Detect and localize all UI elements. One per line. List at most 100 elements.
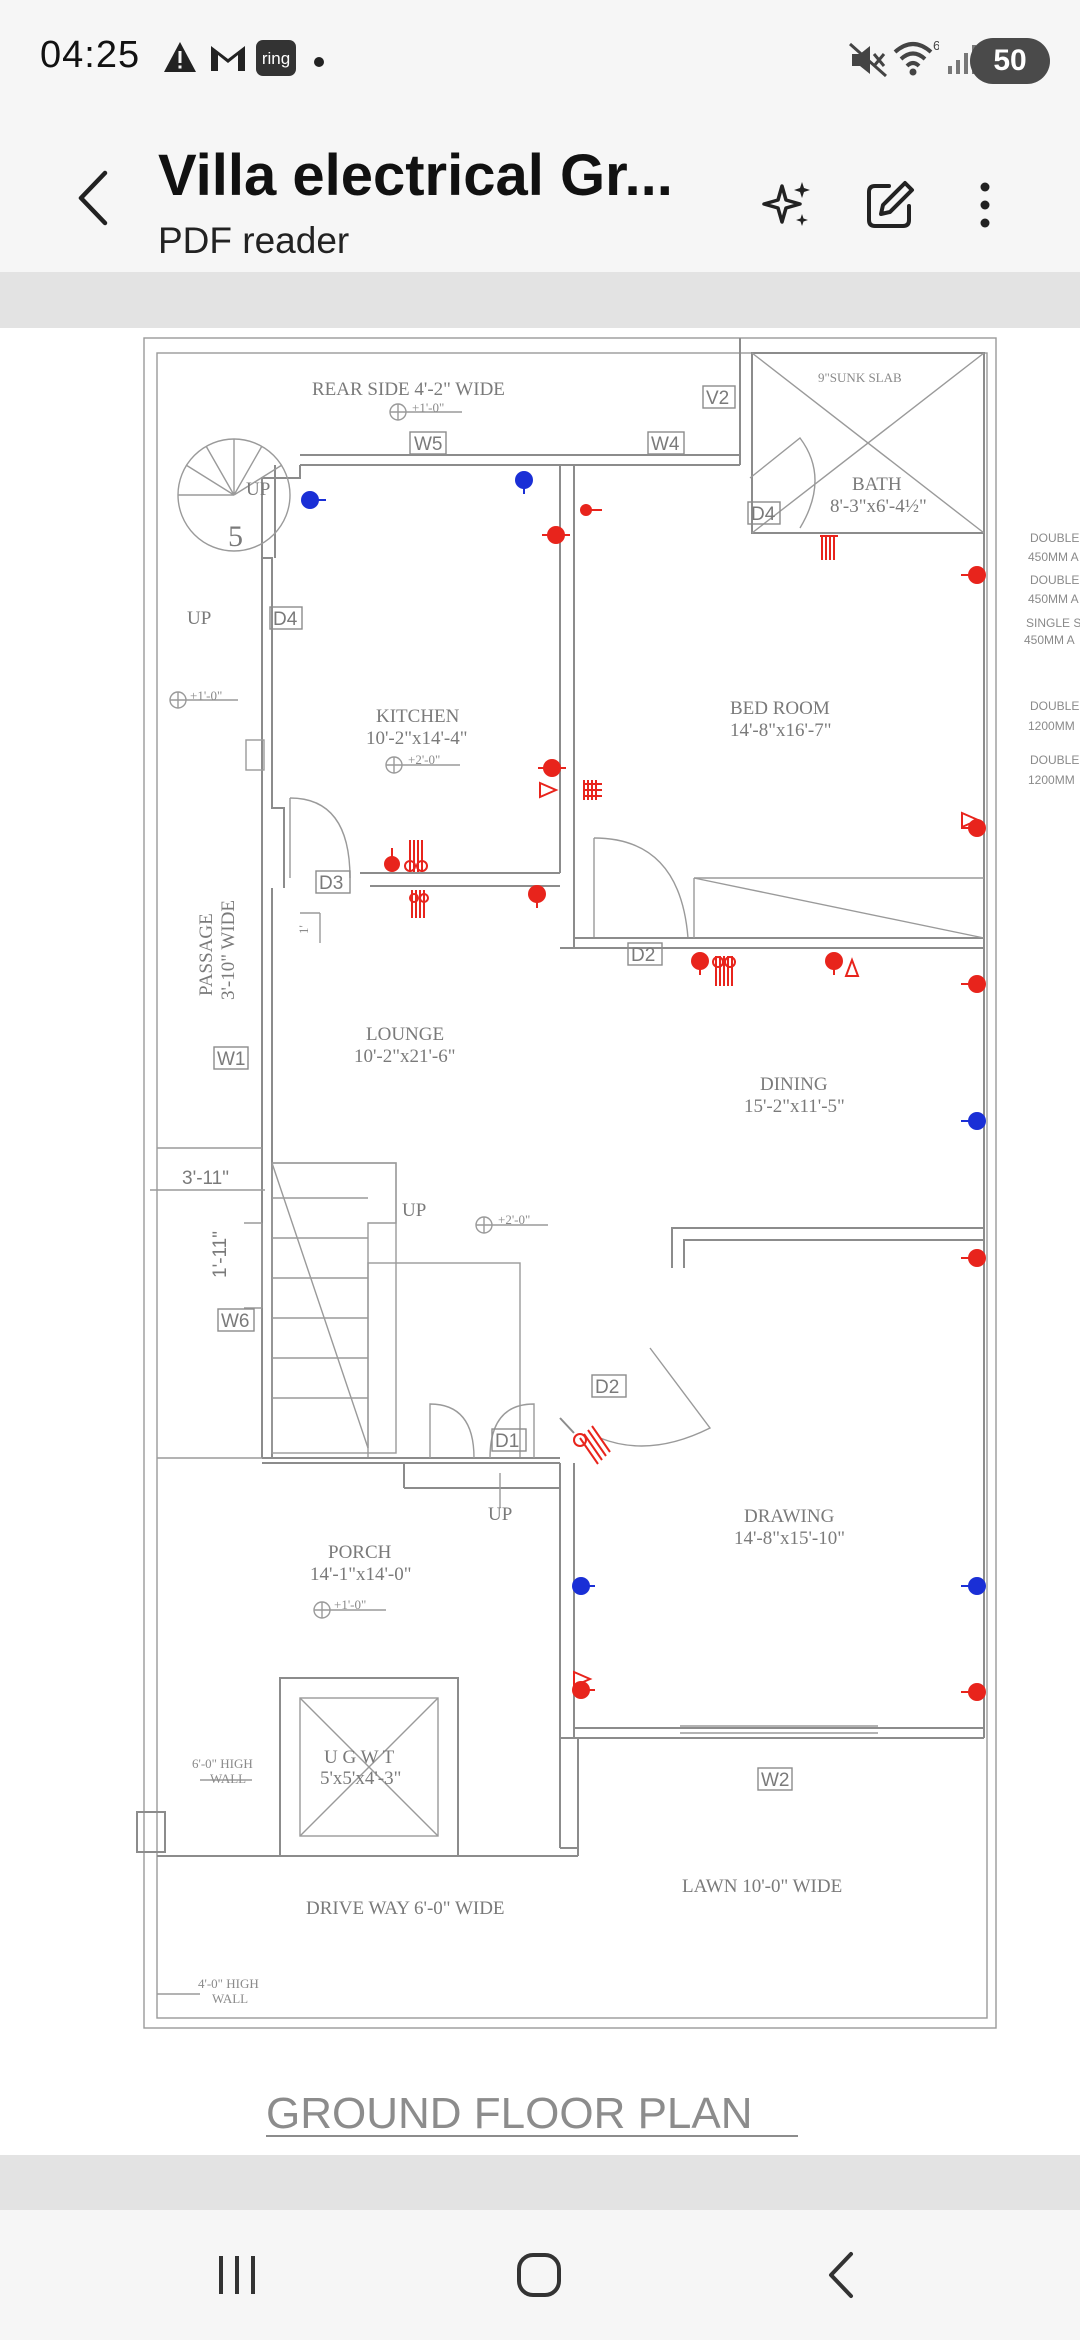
wifi-icon: 6	[893, 38, 940, 83]
legend-line: SINGLE S	[1026, 616, 1080, 630]
home-button[interactable]	[484, 2232, 594, 2318]
system-nav-bar	[0, 2210, 1080, 2340]
kitchen-name: KITCHEN	[376, 706, 460, 727]
electrical-points-blue	[301, 471, 986, 1595]
legend-line: 1200MM	[1028, 773, 1075, 787]
bath-room-outline	[751, 352, 985, 534]
lounge-level: +2'-0"	[498, 1212, 530, 1227]
battery-indicator: 50	[970, 38, 1050, 84]
ai-assist-button[interactable]	[752, 170, 822, 240]
stair-number: 5	[228, 520, 243, 553]
inner-boundary	[156, 352, 988, 2019]
rear-side-label: REAR SIDE 4'-2" WIDE	[312, 379, 505, 400]
level-marker	[313, 1601, 386, 1619]
wall-6-label: WALL	[210, 1771, 246, 1786]
ugwt-size: 5'x5'x4'-3"	[320, 1768, 401, 1789]
sparkle-ai-icon	[762, 182, 810, 226]
ugwt-name: U G W T	[324, 1747, 395, 1768]
status-time: 04:25	[40, 34, 141, 76]
drawing-room-name: DRAWING	[744, 1506, 835, 1527]
legend-line: DOUBLE	[1030, 531, 1079, 545]
window-tag-w5: W5	[414, 434, 443, 455]
page-gap-top	[0, 272, 1080, 328]
high-wall-4-label: 4'-0" HIGH	[198, 1976, 259, 1991]
wifi-badge: 6	[933, 38, 939, 53]
legend-line: DOUBLE	[1030, 753, 1079, 767]
recents-button[interactable]	[182, 2232, 292, 2318]
porch-level: +1'-0"	[334, 1597, 366, 1612]
passage-size: 3'-10" WIDE	[218, 900, 239, 1000]
ring-label: ring	[262, 49, 290, 68]
warning-icon	[162, 40, 198, 79]
bedroom-name: BED ROOM	[730, 698, 830, 719]
lounge-size: 10'-2"x21'-6"	[354, 1046, 456, 1067]
back-nav-icon	[829, 2252, 853, 2298]
up-label-left: UP	[187, 608, 211, 629]
dim-3-11: 3'-11"	[182, 1168, 229, 1189]
legend-line: DOUBLE	[1030, 573, 1079, 587]
door-tag-d2: D2	[631, 945, 655, 966]
legend-line: 1200MM	[1028, 719, 1075, 733]
bedroom-size: 14'-8"x16'-7"	[730, 720, 832, 741]
level-marker	[169, 691, 238, 709]
dining-size: 15'-2"x11'-5"	[744, 1096, 845, 1117]
legend-line: 450MM A	[1028, 592, 1079, 606]
door-tag-d3: D3	[319, 873, 343, 894]
bath-name: BATH	[852, 474, 902, 495]
electrical-points-red	[384, 504, 986, 1701]
high-wall-6-label: 6'-0" HIGH	[192, 1756, 253, 1771]
ring-icon: ring	[256, 40, 296, 81]
door-tag-d2-mid: D2	[595, 1377, 619, 1398]
porch-name: PORCH	[328, 1542, 392, 1563]
legend-line: 450MM A	[1028, 550, 1079, 564]
more-options-button[interactable]	[950, 170, 1020, 240]
bath-size: 8'-3"x6'-4½"	[830, 496, 927, 517]
document-subtitle: PDF reader	[158, 220, 350, 261]
app-bar: Villa electrical Gr... PDF reader	[0, 120, 1080, 272]
spiral-stair	[177, 438, 291, 552]
kitchen-level: +2'-0"	[408, 752, 440, 767]
plot-boundary	[143, 337, 997, 2029]
page-gap-bottom	[0, 2155, 1080, 2210]
more-vert-icon	[980, 182, 990, 228]
vent-tag-v2: V2	[706, 388, 729, 409]
plan-title: GROUND FLOOR PLAN	[266, 2089, 753, 2138]
dining-name: DINING	[760, 1074, 828, 1095]
back-button[interactable]	[62, 158, 122, 238]
window-tag-w6: W6	[221, 1311, 250, 1332]
window-tag-w4: W4	[651, 434, 680, 455]
recents-icon	[219, 2256, 255, 2294]
edit-button[interactable]	[855, 170, 925, 240]
porch-size: 14'-1"x14'-0"	[310, 1564, 412, 1585]
level-marker	[389, 403, 462, 421]
kitchen-size: 10'-2"x14'-4"	[366, 728, 468, 749]
dim-1-11: 1'-11"	[210, 1231, 231, 1278]
mute-icon	[848, 42, 888, 83]
gmail-icon	[208, 42, 248, 77]
back-nav-button[interactable]	[786, 2232, 896, 2318]
chevron-left-icon	[78, 170, 108, 226]
drawing-room-size: 14'-8"x15'-10"	[734, 1528, 845, 1549]
sunk-slab-label: 9"SUNK SLAB	[818, 370, 902, 385]
lawn-label: LAWN 10'-0" WIDE	[682, 1876, 842, 1897]
dim-1: 1'	[296, 925, 311, 934]
edit-icon	[867, 181, 914, 228]
legend-line: 450MM A	[1024, 633, 1075, 647]
status-bar: 04:25 ring 6 50	[0, 0, 1080, 120]
door-tag-d4: D4	[751, 504, 776, 525]
staircase	[271, 1162, 397, 1454]
door-tag-d1: D1	[495, 1431, 519, 1452]
driveway-label: DRIVE WAY 6'-0" WIDE	[306, 1898, 505, 1919]
lounge-up-label: UP	[402, 1200, 426, 1221]
dot-icon	[314, 54, 324, 72]
level-label: +1'-0"	[412, 400, 444, 415]
passage-name: PASSAGE	[196, 913, 217, 996]
lounge-name: LOUNGE	[366, 1024, 444, 1045]
stair-up-label: UP	[246, 479, 270, 500]
level-marker	[475, 1216, 548, 1234]
level-marker	[385, 756, 460, 774]
level-label-left: +1'-0"	[190, 688, 222, 703]
legend-line: DOUBLE	[1030, 699, 1079, 713]
pdf-page[interactable]: .w { fill: none; stroke: #8c8c8c; stroke…	[0, 328, 1080, 2155]
porch-up-label: UP	[488, 1504, 512, 1525]
